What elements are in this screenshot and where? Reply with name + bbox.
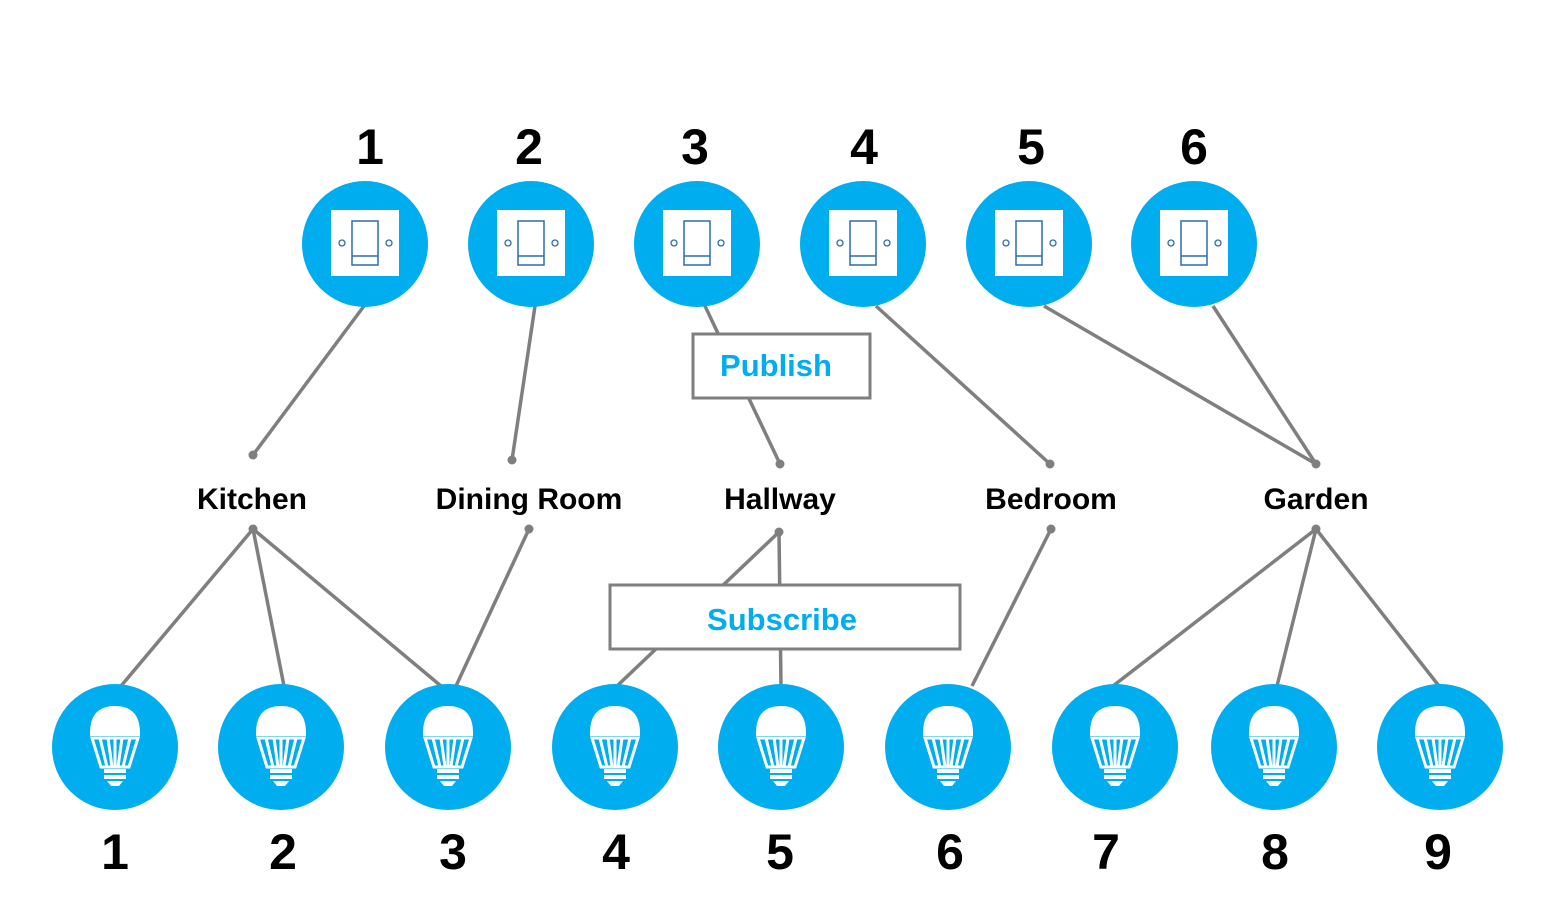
- room-label-dining-room: Dining Room: [436, 483, 623, 516]
- bulb-number-1: 1: [101, 824, 129, 880]
- endpoint-dot: [248, 450, 258, 460]
- subscribe-connectors: [119, 527, 1441, 688]
- room-label-kitchen: Kitchen: [197, 483, 307, 516]
- bulb-node-6: 6: [885, 684, 1011, 880]
- connector-switch-5-garden: [1043, 304, 1317, 466]
- bulb-number-6: 6: [936, 824, 964, 880]
- connector-bedroom-bulb-6: [970, 528, 1053, 687]
- connector-endpoints: [248, 450, 1321, 537]
- endpoint-dot: [524, 524, 534, 534]
- endpoint-dot: [774, 527, 784, 537]
- bulb-node-3: 3: [385, 684, 511, 880]
- connector-garden-bulb-7: [1111, 527, 1318, 688]
- room-label-garden: Garden: [1263, 483, 1368, 516]
- switch-node-6: 6: [1131, 119, 1257, 307]
- bulb-number-7: 7: [1092, 824, 1120, 880]
- switch-node-2: 2: [468, 119, 594, 307]
- light-switch-icon: [331, 210, 399, 276]
- publish-label: Publish: [720, 348, 832, 383]
- subscribe-label: Subscribe: [707, 602, 857, 637]
- light-switch-icon: [829, 210, 897, 276]
- subscribe-box-frame: [608, 583, 962, 651]
- bulb-node-9: 9: [1377, 684, 1503, 880]
- switch-number-2: 2: [515, 119, 543, 175]
- switch-node-3: 3: [634, 119, 760, 307]
- publish-box: Publish: [691, 332, 872, 400]
- switch-number-1: 1: [356, 119, 384, 175]
- bulb-node-1: 1: [52, 684, 178, 880]
- switch-number-4: 4: [850, 119, 878, 175]
- light-switch-icon: [995, 210, 1063, 276]
- connector-kitchen-bulb-1: [119, 527, 255, 688]
- endpoint-dot: [507, 455, 517, 465]
- bulb-number-4: 4: [602, 824, 630, 880]
- bulb-number-3: 3: [439, 824, 467, 880]
- connector-switch-2-dining-room: [510, 305, 537, 461]
- room-label-hallway: Hallway: [724, 483, 836, 516]
- bulb-node-4: 4: [552, 684, 678, 880]
- publish-box-frame: [691, 332, 872, 400]
- bulb-node-8: 8: [1211, 684, 1337, 880]
- switch-number-3: 3: [681, 119, 709, 175]
- endpoint-dot: [1311, 459, 1321, 469]
- switch-row: 1 2 3: [302, 119, 1257, 307]
- bulb-number-8: 8: [1261, 824, 1289, 880]
- switch-node-5: 5: [966, 119, 1092, 307]
- bulb-node-5: 5: [718, 684, 844, 880]
- switch-number-5: 5: [1017, 119, 1045, 175]
- switch-number-6: 6: [1180, 119, 1208, 175]
- room-labels: Kitchen Dining Room Hallway Bedroom Gard…: [197, 483, 1369, 516]
- bulb-number-5: 5: [766, 824, 794, 880]
- light-switch-icon: [663, 210, 731, 276]
- light-switch-icon: [1160, 210, 1228, 276]
- switch-node-4: 4: [800, 119, 926, 307]
- bulb-number-9: 9: [1424, 824, 1452, 880]
- endpoint-dot: [1046, 524, 1056, 534]
- connector-garden-bulb-8: [1275, 528, 1318, 687]
- connector-switch-6-garden: [1211, 305, 1318, 465]
- endpoint-dot: [248, 524, 258, 534]
- bulb-node-7: 7: [1052, 684, 1178, 880]
- room-label-bedroom: Bedroom: [985, 483, 1117, 516]
- bulb-node-2: 2: [218, 684, 344, 880]
- light-switch-icon: [497, 210, 565, 276]
- subscribe-box: Subscribe: [608, 583, 962, 651]
- connector-kitchen-bulb-2: [251, 528, 286, 687]
- endpoint-dot: [1045, 459, 1055, 469]
- connector-garden-bulb-9: [1314, 527, 1441, 688]
- endpoint-dot: [775, 459, 785, 469]
- bulb-row: 1 2 3 4 5 6 7: [52, 684, 1503, 880]
- connector-dining-room-bulb-3: [454, 528, 531, 687]
- connector-kitchen-bulb-3: [251, 527, 443, 688]
- endpoint-dot: [1311, 524, 1321, 534]
- connector-switch-4-bedroom: [874, 304, 1052, 466]
- switch-node-1: 1: [302, 119, 428, 307]
- connector-switch-1-kitchen: [251, 304, 366, 457]
- bulb-number-2: 2: [269, 824, 297, 880]
